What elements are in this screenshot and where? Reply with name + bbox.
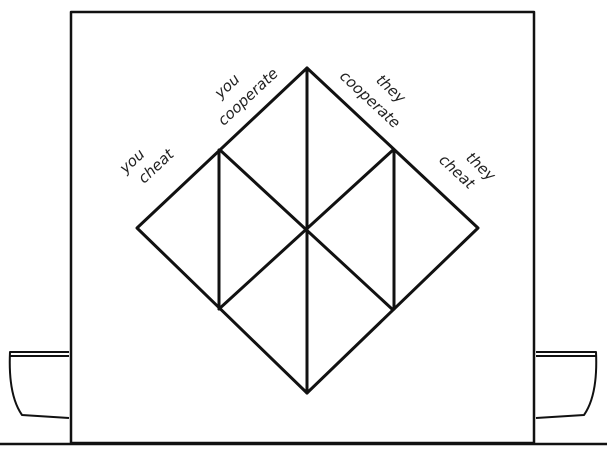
label-you-cooperate: you cooperate xyxy=(210,64,282,129)
label-you-cheat: you cheat xyxy=(115,144,178,187)
diagonal-right-to-lower-left xyxy=(217,148,395,311)
right-tray xyxy=(535,351,598,419)
left-tray xyxy=(8,351,70,419)
diamond-grid xyxy=(135,66,480,395)
label-they-cooperate: they cooperate xyxy=(336,67,410,132)
side-trays xyxy=(8,351,598,419)
label-they-cheat: they cheat xyxy=(435,149,500,194)
